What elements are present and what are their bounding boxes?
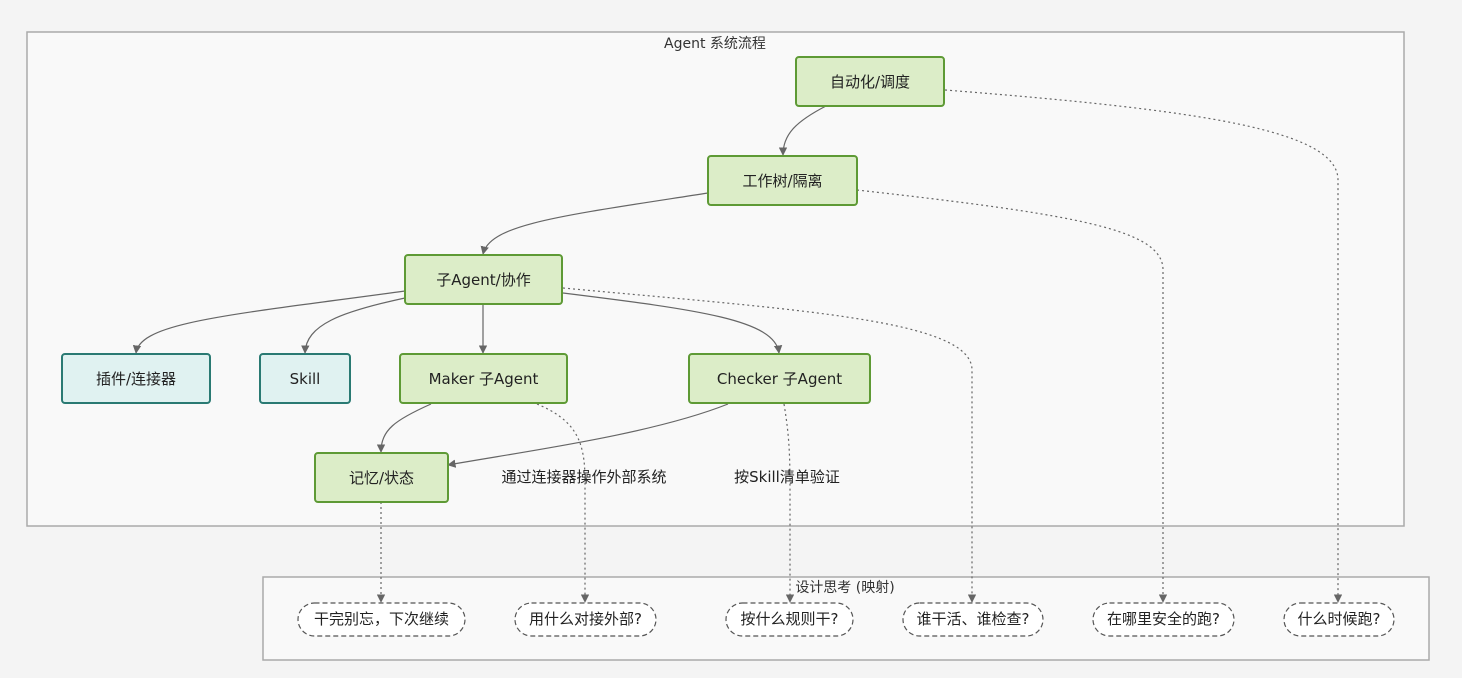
edge-worktree-subagent bbox=[480, 192, 709, 255]
node-subagent-label: 子Agent/协作 bbox=[436, 271, 530, 289]
question-who-label: 谁干活、谁检查? bbox=[917, 610, 1030, 628]
node-skill-label: Skill bbox=[290, 370, 321, 388]
node-skill[interactable]: Skill bbox=[259, 353, 351, 404]
node-maker-label: Maker 子Agent bbox=[429, 370, 539, 388]
question-where[interactable]: 在哪里安全的跑? bbox=[1092, 602, 1235, 637]
edge-worktree-where bbox=[856, 189, 1168, 603]
edge-maker-memory bbox=[376, 403, 432, 453]
edge-checker-memory bbox=[447, 403, 729, 468]
node-worktree[interactable]: 工作树/隔离 bbox=[707, 155, 858, 206]
node-maker[interactable]: Maker 子Agent bbox=[399, 353, 568, 404]
edge-subagent-skill bbox=[301, 297, 406, 354]
question-when[interactable]: 什么时候跑? bbox=[1283, 602, 1395, 637]
question-who[interactable]: 谁干活、谁检查? bbox=[902, 602, 1044, 637]
node-plugin[interactable]: 插件/连接器 bbox=[61, 353, 211, 404]
edge-checker-rules bbox=[783, 403, 795, 603]
node-memory[interactable]: 记忆/状态 bbox=[314, 452, 449, 503]
node-plugin-label: 插件/连接器 bbox=[96, 370, 176, 388]
question-rules-label: 按什么规则干? bbox=[741, 610, 839, 628]
question-external[interactable]: 用什么对接外部? bbox=[514, 602, 657, 637]
node-automation[interactable]: 自动化/调度 bbox=[795, 56, 945, 107]
group-design-thinking-title: 设计思考 (映射) bbox=[795, 580, 894, 596]
node-checker-label: Checker 子Agent bbox=[717, 370, 842, 388]
question-continue-label: 干完别忘，下次继续 bbox=[314, 610, 449, 628]
edge-label-checker-skill: 按Skill清单验证 bbox=[734, 468, 840, 486]
question-where-label: 在哪里安全的跑? bbox=[1107, 610, 1220, 628]
solid-edges bbox=[132, 105, 827, 468]
dotted-edges bbox=[376, 89, 1343, 603]
group-agent-system: Agent 系统流程 bbox=[26, 31, 1405, 527]
question-when-label: 什么时候跑? bbox=[1298, 610, 1381, 628]
node-memory-label: 记忆/状态 bbox=[349, 469, 414, 487]
node-checker[interactable]: Checker 子Agent bbox=[688, 353, 871, 404]
edge-subagent-checker bbox=[562, 292, 783, 354]
question-rules[interactable]: 按什么规则干? bbox=[725, 602, 854, 637]
node-worktree-label: 工作树/隔离 bbox=[742, 172, 822, 190]
edge-subagent-plugin bbox=[132, 290, 406, 354]
question-external-label: 用什么对接外部? bbox=[529, 610, 642, 628]
edge-label-maker-connector: 通过连接器操作外部系统 bbox=[501, 468, 666, 486]
question-continue[interactable]: 干完别忘，下次继续 bbox=[297, 602, 466, 637]
edge-automation-worktree bbox=[778, 105, 827, 156]
group-agent-system-title: Agent 系统流程 bbox=[664, 36, 766, 52]
node-automation-label: 自动化/调度 bbox=[830, 73, 910, 91]
node-subagent[interactable]: 子Agent/协作 bbox=[404, 254, 563, 305]
